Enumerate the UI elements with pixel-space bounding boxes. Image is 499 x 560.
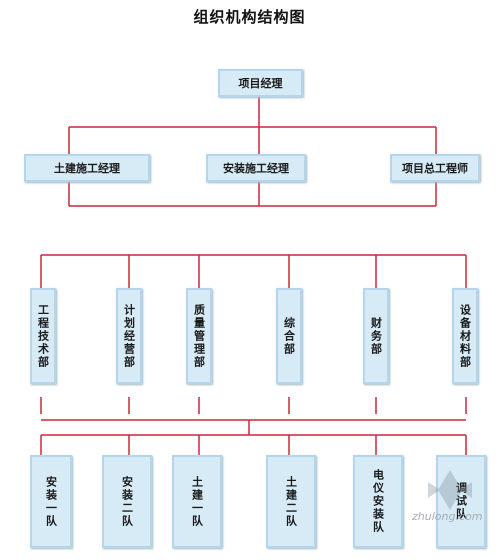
department-node-general: 综合部 xyxy=(276,288,302,384)
team-node-civil-2: 土建二队 xyxy=(266,455,316,548)
diagram-title: 组织机构结构图 xyxy=(193,8,306,26)
team-node-installation-2: 安装二队 xyxy=(102,455,152,548)
department-node-planning: 计划经营部 xyxy=(116,288,142,384)
root-node: 项目经理 xyxy=(218,69,303,97)
team-node-civil-1: 土建一队 xyxy=(172,455,222,548)
department-node-equipment: 设备材料部 xyxy=(452,288,478,384)
manager-node-chief-engineer: 项目总工程师 xyxy=(390,154,480,182)
department-node-engineering: 工程技术部 xyxy=(30,288,56,384)
department-node-quality: 质量管理部 xyxy=(186,288,212,384)
department-node-finance: 财务部 xyxy=(363,288,389,384)
team-node-commissioning: 调试队 xyxy=(436,455,486,548)
team-node-electrical: 电仪安装队 xyxy=(353,455,403,548)
team-node-installation-1: 安装一队 xyxy=(30,455,72,548)
manager-node-installation: 安装施工经理 xyxy=(206,154,306,182)
watermark-text: zhulong.com xyxy=(412,510,483,523)
manager-node-civil: 土建施工经理 xyxy=(24,154,150,182)
watermark-logo-icon xyxy=(428,470,472,510)
